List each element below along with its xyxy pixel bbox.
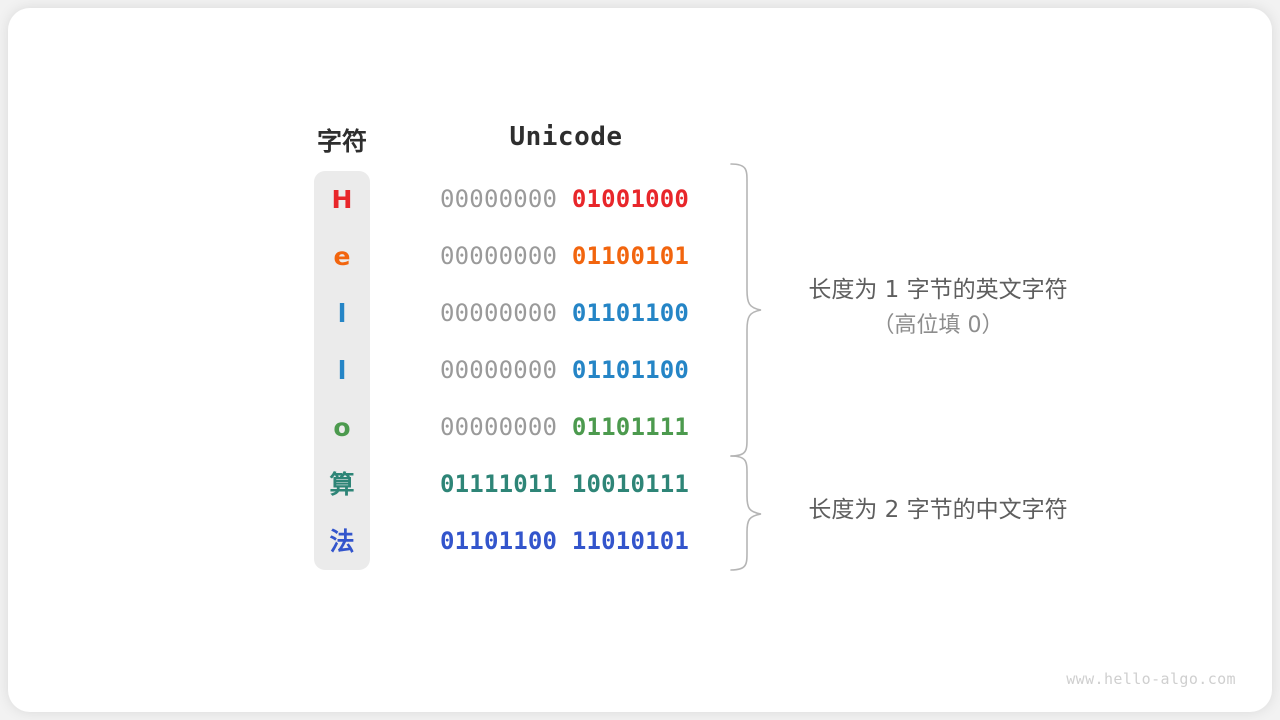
row-character: e (333, 242, 351, 271)
row-character: o (333, 413, 351, 442)
row-character: l (337, 356, 347, 385)
row-value-bits: 01100101 (571, 242, 690, 270)
row-value-bits: 01111011 10010111 (440, 470, 690, 498)
row-unicode-bits: 00000000 01100101 (440, 228, 689, 285)
watermark: www.hello-algo.com (1066, 670, 1236, 688)
row-unicode-bits: 01101100 11010101 (440, 513, 689, 570)
row-pad-bits: 00000000 (440, 242, 572, 270)
figure-card: 字符 Unicode H 00000000 01001000 e 0000000… (8, 8, 1272, 712)
row-character: 法 (329, 527, 355, 556)
row-value-bits: 01001000 (571, 185, 690, 213)
row-unicode-bits: 00000000 01101100 (440, 342, 689, 399)
row-unicode-bits: 01111011 10010111 (440, 456, 689, 513)
row-pad-bits: 00000000 (440, 185, 572, 213)
row-unicode-bits: 00000000 01101100 (440, 285, 689, 342)
row-unicode-bits: 00000000 01001000 (440, 171, 689, 228)
annotation-chinese-line1: 长度为 2 字节的中文字符 (808, 497, 1068, 523)
row-character: 算 (329, 470, 355, 499)
column-header-character: 字符 (316, 127, 367, 156)
annotation-english-line2: （高位填 0） (872, 313, 1004, 338)
character-column-background (314, 171, 370, 570)
brace-chinese-group (730, 455, 762, 571)
row-value-bits: 01101100 11010101 (440, 527, 690, 555)
row-pad-bits: 00000000 (440, 299, 572, 327)
row-character: l (337, 299, 347, 328)
column-header-unicode: Unicode (509, 122, 623, 152)
row-value-bits: 01101111 (571, 413, 690, 441)
row-value-bits: 01101100 (571, 299, 690, 327)
row-pad-bits: 00000000 (440, 413, 572, 441)
row-unicode-bits: 00000000 01101111 (440, 399, 689, 456)
row-character: H (331, 185, 353, 214)
annotation-english-line1: 长度为 1 字节的英文字符 (808, 277, 1068, 303)
annotation-chinese: 长度为 2 字节的中文字符 (793, 492, 1083, 528)
brace-english-group (730, 163, 762, 457)
row-pad-bits: 00000000 (440, 356, 572, 384)
row-value-bits: 01101100 (571, 356, 690, 384)
annotation-english: 长度为 1 字节的英文字符 （高位填 0） (793, 272, 1083, 344)
